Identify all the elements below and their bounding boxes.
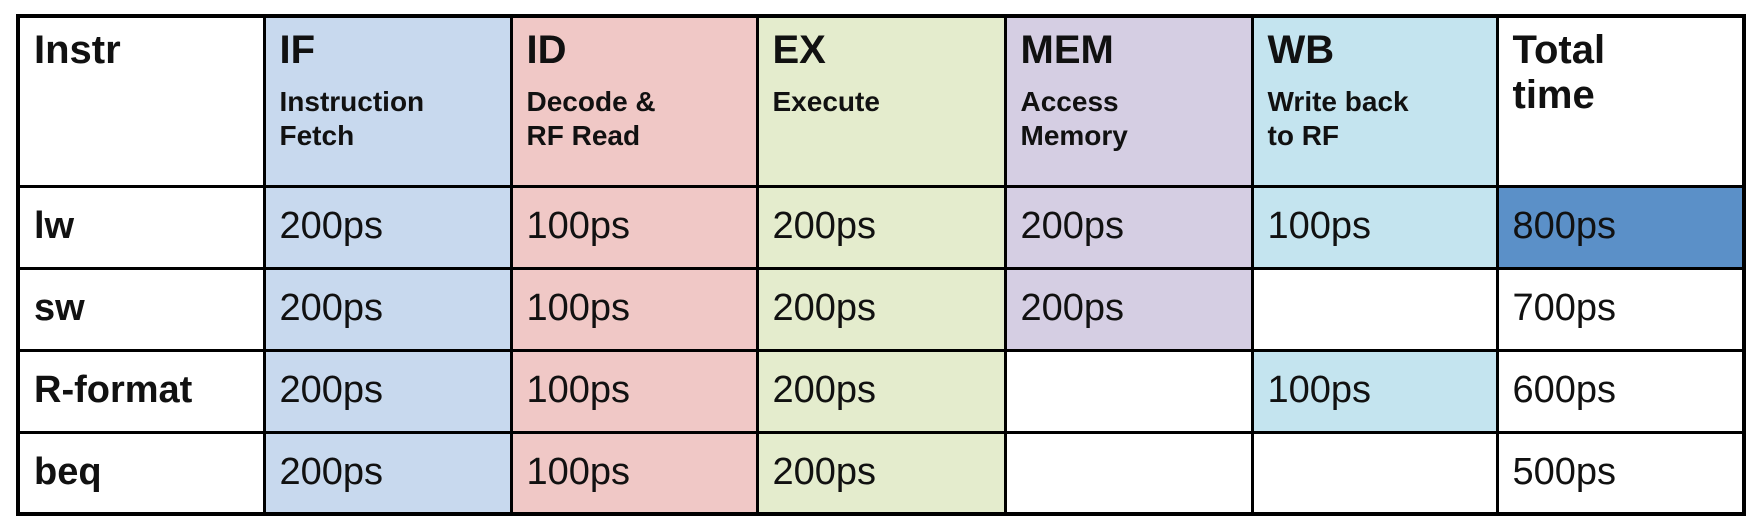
table-row-lw: lw 200ps 100ps 200ps 200ps 100ps 800ps — [16, 184, 1746, 270]
ex-time-cell: 200ps — [755, 266, 1007, 352]
column-subtitle: Write back to RF — [1267, 85, 1409, 151]
if-time-cell: 200ps — [262, 266, 513, 352]
table-row-sw: sw 200ps 100ps 200ps 200ps 700ps — [16, 266, 1746, 352]
table-row-beq: beq 200ps 100ps 200ps 500ps — [16, 430, 1746, 516]
instr-label: R-format — [16, 348, 266, 434]
if-time-cell: 200ps — [262, 184, 513, 270]
col-header-id: ID Decode & RF Read — [509, 14, 759, 188]
if-time-cell: 200ps — [262, 348, 513, 434]
column-subtitle: Decode & RF Read — [526, 85, 656, 151]
if-time-cell: 200ps — [262, 430, 513, 516]
ex-time-cell: 200ps — [755, 430, 1007, 516]
wb-time-cell-empty — [1250, 430, 1499, 516]
instr-label: beq — [16, 430, 266, 516]
col-header-instr: Instr — [16, 14, 266, 188]
mem-time-cell: 200ps — [1003, 266, 1254, 352]
id-time-cell: 100ps — [509, 430, 759, 516]
column-title: Total time — [1512, 28, 1606, 117]
col-header-total-time: Total time — [1495, 14, 1746, 188]
column-subtitle: Execute — [772, 85, 880, 117]
mem-time-cell-empty — [1003, 348, 1254, 434]
column-title: WB — [1267, 28, 1335, 72]
mem-time-cell-empty — [1003, 430, 1254, 516]
total-time-cell: 600ps — [1495, 348, 1746, 434]
pipeline-timing-table: Instr IF Instruction Fetch ID Decode & R… — [16, 14, 1746, 516]
column-subtitle: Access Memory — [1020, 85, 1128, 151]
id-time-cell: 100ps — [509, 266, 759, 352]
column-title: ID — [526, 28, 567, 72]
table-row-r-format: R-format 200ps 100ps 200ps 100ps 600ps — [16, 348, 1746, 434]
total-time-cell: 500ps — [1495, 430, 1746, 516]
id-time-cell: 100ps — [509, 348, 759, 434]
col-header-if: IF Instruction Fetch — [262, 14, 513, 188]
ex-time-cell: 200ps — [755, 348, 1007, 434]
instr-label: lw — [16, 184, 266, 270]
col-header-ex: EX Execute — [755, 14, 1007, 188]
instr-label: sw — [16, 266, 266, 352]
col-header-mem: MEM Access Memory — [1003, 14, 1254, 188]
column-title: Instr — [34, 28, 121, 72]
column-title: IF — [279, 28, 316, 72]
column-title: MEM — [1020, 28, 1114, 72]
total-time-cell-highlighted: 800ps — [1495, 184, 1746, 270]
wb-time-cell-empty — [1250, 266, 1499, 352]
wb-time-cell: 100ps — [1250, 184, 1499, 270]
column-title: EX — [772, 28, 826, 72]
header-row: Instr IF Instruction Fetch ID Decode & R… — [16, 14, 1746, 188]
mem-time-cell: 200ps — [1003, 184, 1254, 270]
wb-time-cell: 100ps — [1250, 348, 1499, 434]
total-time-cell: 700ps — [1495, 266, 1746, 352]
col-header-wb: WB Write back to RF — [1250, 14, 1499, 188]
ex-time-cell: 200ps — [755, 184, 1007, 270]
column-subtitle: Instruction Fetch — [279, 85, 425, 151]
id-time-cell: 100ps — [509, 184, 759, 270]
